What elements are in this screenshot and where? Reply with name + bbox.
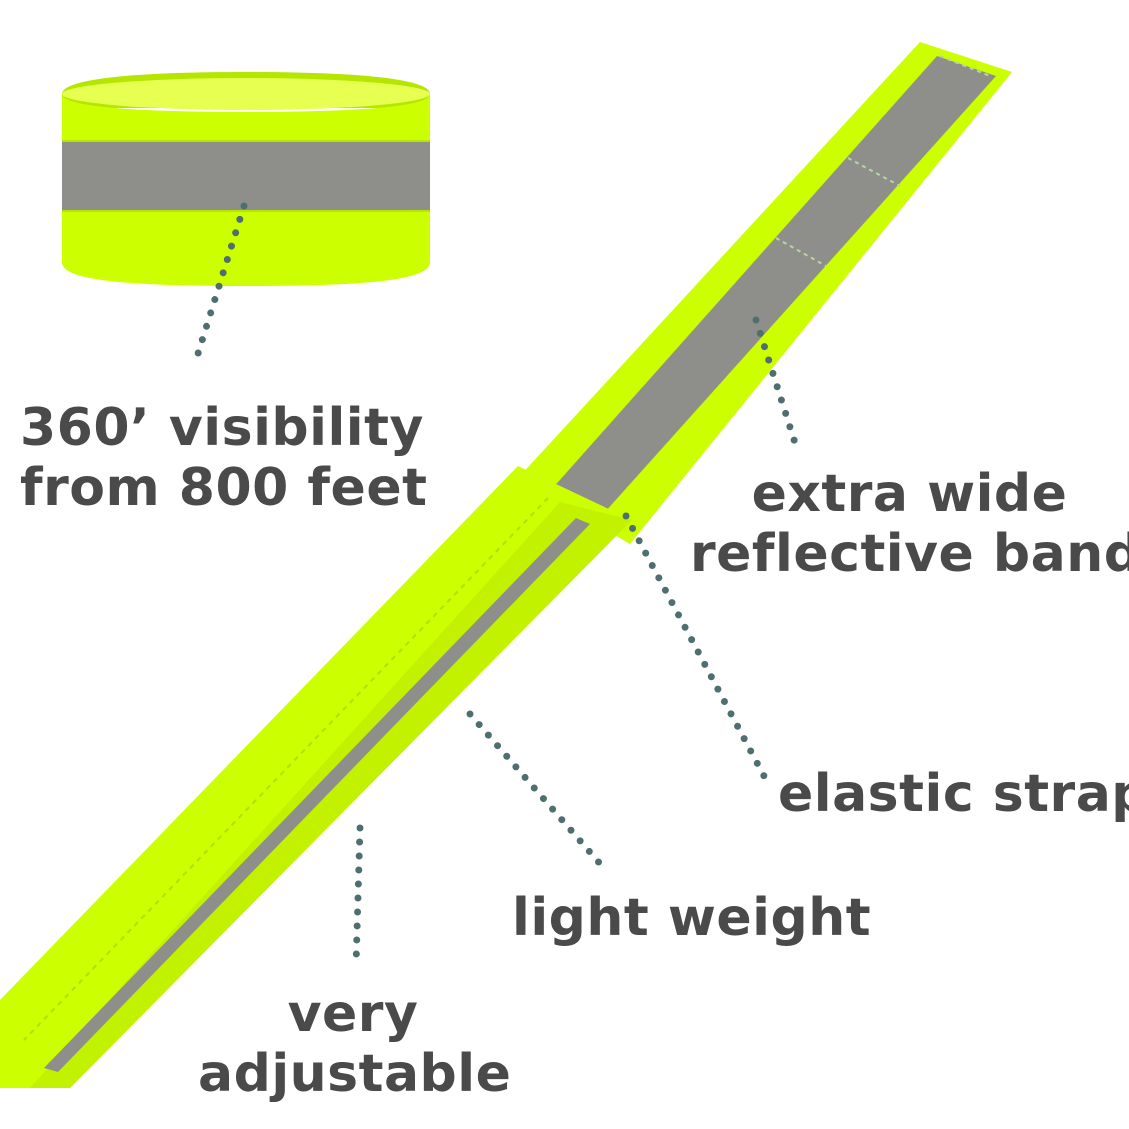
visibility-label: 360’ visibility from 800 feet: [20, 398, 428, 518]
elastic-text: elastic straps: [778, 764, 1129, 824]
strap-seam-2: [775, 237, 827, 267]
reflective-line2: reflective bands: [690, 524, 1129, 584]
reflective-pointer: [752, 316, 800, 450]
adjustable-pointer: [352, 824, 364, 970]
elastic-label: elastic straps: [778, 764, 1129, 824]
rolled-armband: [62, 72, 430, 286]
reflective-line1: extra wide: [751, 464, 1068, 524]
visibility-line1: 360’ visibility: [20, 398, 424, 458]
weight-pointer: [466, 710, 606, 870]
reflective-label: extra wide reflective bands: [690, 464, 1129, 584]
strap-seam-1: [847, 157, 901, 187]
strap-lower-reflective: [44, 518, 590, 1072]
weight-label: light weight: [512, 888, 871, 948]
weight-text: light weight: [512, 888, 872, 948]
callout-dots: [192, 202, 800, 970]
adjustable-line1: very: [287, 984, 419, 1044]
adjustable-label: very adjustable: [198, 984, 512, 1104]
visibility-line2: from 800 feet: [20, 458, 428, 518]
strap-seam-3: [939, 55, 991, 77]
armband-reflective-strip: [62, 142, 430, 210]
adjustable-line2: adjustable: [198, 1044, 512, 1104]
long-strap: [0, 42, 1012, 1088]
strap-upper-reflective: [551, 56, 996, 522]
armband-top-rim: [62, 78, 430, 110]
visibility-pointer: [192, 202, 248, 364]
